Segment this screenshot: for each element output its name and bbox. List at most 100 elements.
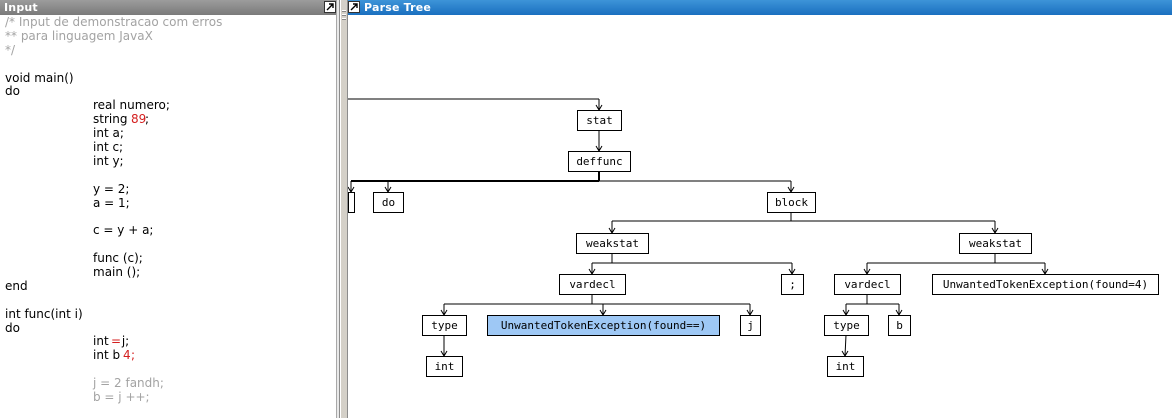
code-line — [5, 210, 333, 224]
maximize-tree-icon[interactable] — [348, 1, 360, 13]
tree-node-box — [422, 315, 467, 336]
splitter-grip — [342, 18, 346, 20]
pane-splitter[interactable] — [341, 0, 347, 418]
code-line — [5, 58, 333, 72]
tree-node[interactable] — [348, 192, 355, 213]
tree-node-box — [426, 356, 463, 377]
tree-node-box — [487, 315, 720, 336]
tree-node-label: int — [836, 360, 856, 373]
code-text: /* Input de demonstracao com erros — [5, 15, 223, 29]
code-text: int a; — [93, 126, 124, 141]
tree-node-box — [740, 315, 761, 336]
code-line: */ — [5, 42, 333, 58]
code-text: y = 2; — [93, 181, 130, 196]
splitter-grip — [342, 10, 346, 12]
code-line: a = 1; — [5, 196, 333, 211]
tree-node[interactable]: UnwantedTokenException(found=4) — [932, 274, 1159, 295]
code-line: c = y + a; — [5, 223, 333, 238]
code-line: int c; — [5, 140, 333, 155]
tree-node[interactable]: block — [767, 192, 816, 213]
code-text: c = y + a; — [93, 223, 154, 238]
tree-node-box — [834, 274, 901, 295]
code-text: ** para linguagem JavaX — [5, 28, 153, 43]
code-line — [5, 238, 333, 252]
code-text: int func(int i) — [5, 306, 83, 321]
error-token: 89 — [131, 112, 147, 127]
code-line — [5, 169, 333, 183]
tree-node-label: weakstat — [586, 237, 639, 250]
code-text: main (); — [93, 265, 141, 280]
code-text: int b — [93, 348, 124, 363]
error-token: 4 — [123, 348, 131, 363]
error-token: ; — [131, 348, 136, 363]
tree-node[interactable]: deffunc — [568, 151, 631, 172]
tree-node[interactable]: stat — [577, 110, 622, 131]
parse-tree-canvas[interactable]: stat deffunc do block weakstat weakstat vardec… — [348, 0, 1172, 418]
code-line: string 89; — [5, 112, 333, 127]
tree-node-box — [559, 274, 626, 295]
tree-node[interactable]: int — [426, 356, 463, 377]
tree-node-box — [827, 356, 864, 377]
tree-node-label: type — [431, 319, 458, 332]
tree-node[interactable]: int — [827, 356, 864, 377]
code-line: int b 4; — [5, 348, 333, 363]
tree-node-box — [888, 315, 911, 336]
code-line: do — [5, 85, 333, 99]
tree-node-label: stat — [586, 114, 613, 127]
tree-node[interactable]: type — [824, 315, 869, 336]
code-text: func (c); — [93, 251, 143, 266]
tree-node-box — [781, 274, 804, 295]
input-pane-header: Input — [0, 0, 339, 15]
code-line: y = 2; — [5, 181, 333, 197]
tree-node-label: b — [896, 319, 903, 332]
tree-node-box — [577, 110, 622, 131]
input-pane: Input /* Input de demonstracao com erros… — [0, 0, 340, 418]
tree-node-error[interactable]: UnwantedTokenException(found==) — [487, 315, 720, 336]
code-line: void main() — [5, 70, 333, 86]
code-text: */ — [5, 42, 16, 57]
code-line: main (); — [5, 265, 333, 280]
tree-node-box — [767, 192, 816, 213]
code-editor[interactable]: /* Input de demonstracao com erros** par… — [5, 15, 333, 405]
code-line: b = j ++; — [5, 390, 333, 405]
code-line: ** para linguagem JavaX — [5, 28, 333, 44]
tree-node[interactable]: type — [422, 315, 467, 336]
tree-node-box — [576, 233, 649, 254]
input-pane-title: Input — [4, 1, 38, 14]
tree-node[interactable]: do — [373, 192, 404, 213]
code-text: real numero; — [93, 98, 170, 113]
parse-tree-title: Parse Tree — [364, 1, 432, 14]
code-text: string — [93, 112, 132, 127]
tree-node-label: do — [382, 196, 395, 209]
tree-node[interactable]: weakstat — [576, 233, 649, 254]
maximize-input-icon[interactable] — [324, 1, 336, 13]
tree-node-label: vardecl — [844, 278, 890, 291]
code-line: do — [5, 320, 333, 336]
code-text: do — [5, 84, 20, 99]
tree-node-box — [568, 151, 631, 172]
tree-node[interactable]: j — [740, 315, 761, 336]
code-text: do — [5, 320, 20, 335]
code-line: end — [5, 279, 333, 294]
code-text: int c; — [93, 140, 124, 155]
code-line: int y; — [5, 153, 333, 169]
tree-node[interactable]: ; — [781, 274, 804, 295]
code-line: /* Input de demonstracao com erros — [5, 15, 333, 30]
tree-node[interactable]: vardecl — [559, 274, 626, 295]
tree-node-label: UnwantedTokenException(found==) — [501, 319, 706, 332]
tree-node-label: vardecl — [569, 278, 615, 291]
tree-node-label: j — [747, 319, 754, 332]
input-scrollbar[interactable] — [336, 0, 339, 418]
code-line: func (c); — [5, 251, 333, 266]
tree-edge — [844, 334, 847, 357]
code-text: void main() — [5, 70, 74, 85]
tree-node[interactable]: b — [888, 315, 911, 336]
tree-node[interactable]: vardecl — [834, 274, 901, 295]
parse-tree-pane: stat deffunc do block weakstat weakstat vardec… — [347, 0, 1172, 418]
code-text: b = j ++; — [93, 390, 150, 405]
tree-node-label: type — [833, 319, 860, 332]
splitter-grip — [342, 14, 346, 16]
code-text: int y; — [93, 153, 124, 168]
tree-node[interactable]: weakstat — [959, 233, 1032, 254]
tree-node-label: deffunc — [576, 155, 622, 168]
